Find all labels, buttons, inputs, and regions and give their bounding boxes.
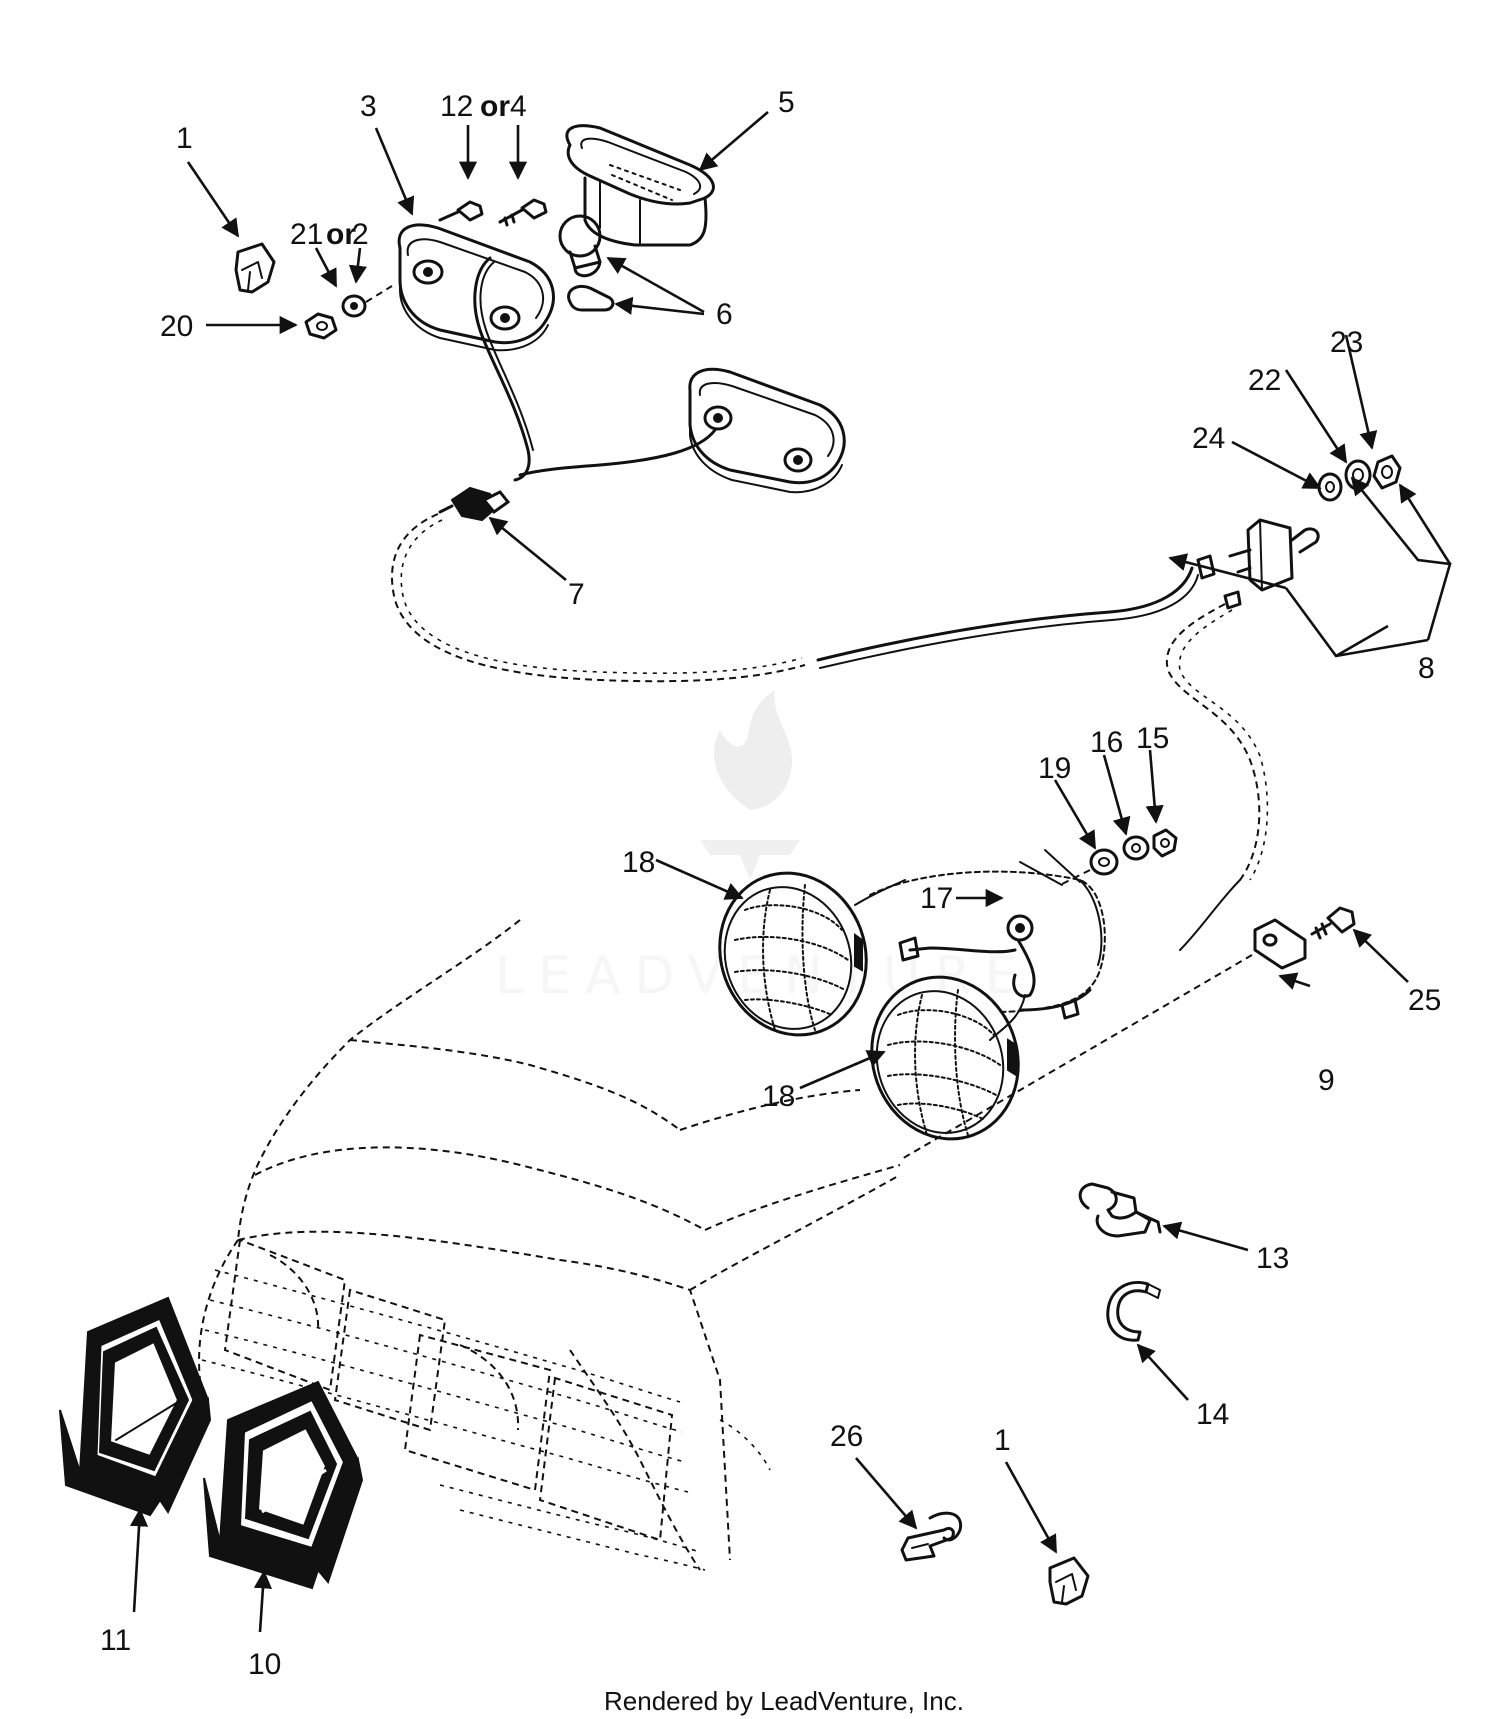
label-part-17: 17 <box>920 882 953 915</box>
part-6-bulbs <box>558 214 615 312</box>
part-10-bezel <box>203 1380 364 1590</box>
label-part-21: 21 <box>290 218 323 251</box>
part-22-23-24-hardware <box>1317 454 1402 502</box>
part-12-4-screws <box>438 198 548 227</box>
label-part-12: 12 <box>440 90 473 123</box>
part-26-clip <box>900 1511 963 1562</box>
part-7-connector <box>438 486 511 522</box>
label-part-22: 22 <box>1248 364 1281 397</box>
part-18-headlight-top <box>718 871 906 1037</box>
label-part-7: 7 <box>568 578 585 611</box>
part-14-clamp <box>1106 1281 1161 1342</box>
render-credit: Rendered by LeadVenture, Inc. <box>604 1686 964 1716</box>
part-15-16-19-hardware <box>1059 828 1178 886</box>
label-part-26: 26 <box>830 1420 863 1453</box>
label-part-2: 2 <box>352 218 369 251</box>
watermark-text: LEADVENTURE <box>495 946 1032 1006</box>
label-part-11: 11 <box>100 1624 131 1657</box>
watermark: LEADVENTURE <box>495 690 1032 1006</box>
part-3-housing <box>397 223 555 482</box>
label-part-15: 15 <box>1136 722 1169 755</box>
part-8-switch <box>1228 518 1320 592</box>
part-13-clip <box>1078 1182 1162 1238</box>
headlight-bracket <box>869 849 1106 1041</box>
label-part-21-or: or <box>326 218 356 251</box>
label-part-23: 23 <box>1330 326 1363 359</box>
part-11-bezel <box>59 1296 212 1517</box>
label-part-18-top: 18 <box>622 846 655 879</box>
label-part-18-bottom: 18 <box>762 1080 795 1113</box>
label-part-16: 16 <box>1090 726 1123 759</box>
part-25-bolt <box>1310 906 1356 940</box>
label-part-1-top: 1 <box>176 122 193 155</box>
part-9-bracket <box>899 918 1307 1161</box>
part-5-lens <box>565 124 715 247</box>
label-part-8: 8 <box>1418 652 1435 685</box>
part-labels: 1 3 12 or 4 5 21 or 2 20 6 7 23 22 24 8 … <box>100 86 1441 1681</box>
label-part-9: 9 <box>1318 1064 1335 1097</box>
part-1-clip-top <box>234 242 276 294</box>
label-part-25: 25 <box>1408 984 1441 1017</box>
label-part-6: 6 <box>716 298 733 331</box>
part-1-clip-bottom <box>1048 1556 1090 1606</box>
label-part-12-or: or <box>480 90 510 123</box>
part-18-headlight-bottom <box>870 975 1092 1141</box>
label-part-13: 13 <box>1256 1242 1289 1275</box>
label-part-1-bottom: 1 <box>994 1424 1011 1457</box>
leader-arrows <box>129 111 1409 1633</box>
label-part-4: 4 <box>510 90 527 123</box>
label-part-10: 10 <box>248 1648 281 1681</box>
tail-light-second <box>518 367 846 494</box>
label-part-20: 20 <box>160 310 193 343</box>
label-part-24: 24 <box>1192 422 1225 455</box>
wiring-harness <box>391 513 1269 951</box>
label-part-3: 3 <box>360 90 377 123</box>
hood-outline <box>198 919 901 1571</box>
label-part-19: 19 <box>1038 752 1071 785</box>
leader-8-fork <box>1284 476 1452 658</box>
label-part-14: 14 <box>1196 1398 1229 1431</box>
part-20-21-hardware <box>304 285 393 340</box>
flame-logo-icon <box>714 690 793 810</box>
label-part-5: 5 <box>778 86 795 119</box>
